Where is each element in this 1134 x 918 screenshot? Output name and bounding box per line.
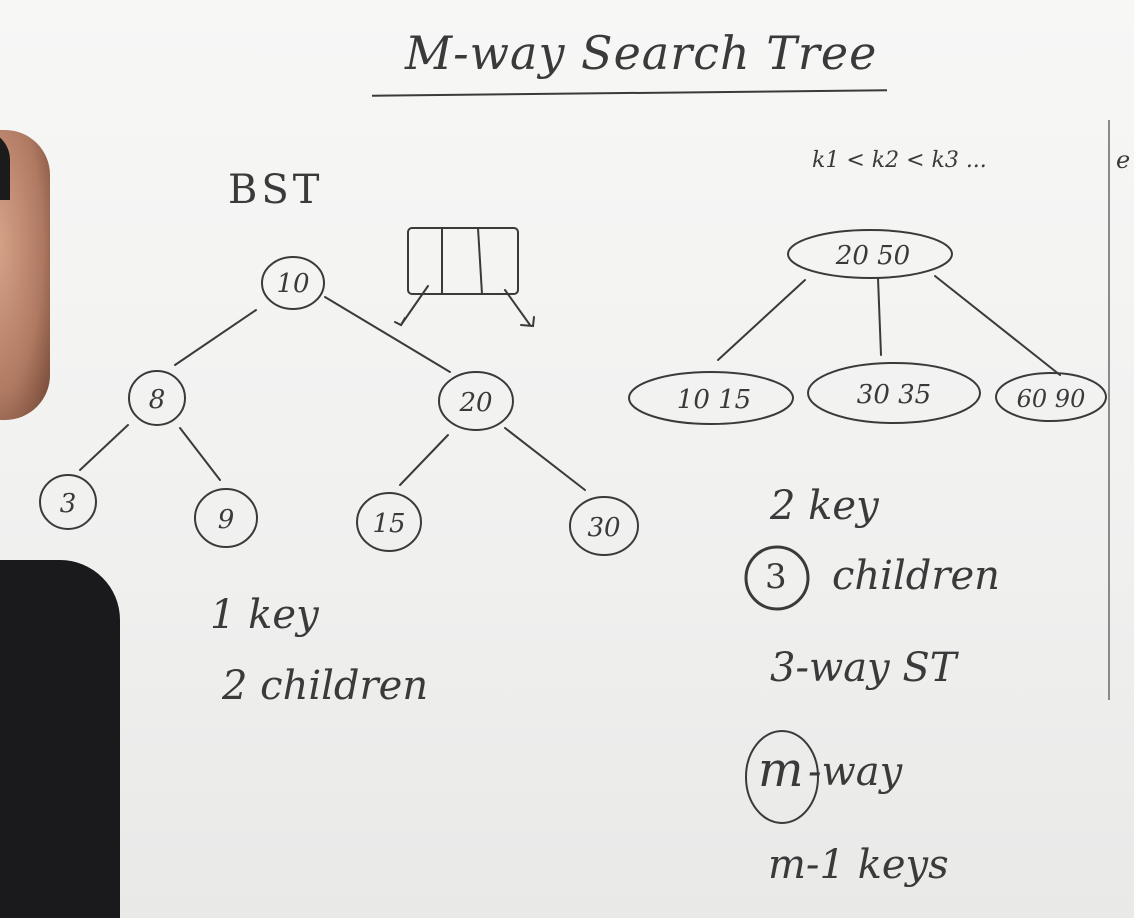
bst-node-20: 20 — [458, 388, 492, 418]
bst-node-30: 30 — [587, 513, 620, 543]
three-way-note: 3-way ST — [770, 645, 957, 691]
node-circle-8 — [128, 370, 186, 426]
edge-10-20 — [324, 296, 451, 373]
m-keys-note: m-1 keys — [768, 842, 949, 888]
presenter-hair — [0, 130, 10, 200]
children-count-circle — [744, 545, 810, 611]
children-count: 3 — [765, 557, 787, 597]
edge-8-9 — [179, 427, 221, 481]
edge-root-middle — [877, 277, 882, 356]
node-sketch-arrowhead-left — [394, 317, 406, 327]
edge-root-left — [717, 279, 806, 361]
edge-20-15 — [399, 434, 449, 486]
node-circle-10 — [261, 256, 325, 310]
mway-keys-note: 2 key — [770, 483, 879, 529]
bst-keys-note: 1 key — [210, 592, 319, 638]
node-circle-3 — [39, 474, 97, 530]
node-circle-9 — [194, 488, 258, 548]
edge-8-3 — [79, 424, 129, 471]
mway-child-oval-2 — [807, 362, 981, 424]
node-sketch-divider-2 — [477, 227, 483, 295]
board-edge-line — [1108, 120, 1110, 700]
page-title: M-way Search Tree — [405, 26, 878, 80]
bst-node-9: 9 — [218, 505, 235, 535]
edge-20-30 — [504, 427, 586, 491]
mway-child-keys-2: 30 35 — [857, 380, 931, 410]
m-way-suffix: -way — [808, 749, 903, 795]
mway-child-keys-1: 10 15 — [677, 385, 751, 415]
bst-label: BST — [228, 167, 324, 213]
m-circle — [745, 730, 819, 824]
bst-node-8: 8 — [149, 385, 166, 415]
order-note: k1 < k2 < k3 ... — [812, 148, 987, 173]
bst-node-10: 10 — [276, 269, 309, 299]
board-edge-letter: e — [1116, 146, 1131, 174]
bst-node-3: 3 — [60, 489, 77, 519]
mway-child-oval-3 — [995, 372, 1107, 422]
m-symbol: m — [758, 742, 804, 798]
mway-child-oval-1 — [628, 371, 794, 425]
mway-children-note: children — [832, 553, 1000, 599]
presenter-suit — [0, 560, 120, 918]
node-circle-30 — [569, 496, 639, 556]
node-circle-15 — [356, 492, 422, 552]
bst-node-15: 15 — [372, 509, 405, 539]
node-circle-20 — [438, 371, 514, 431]
mway-root-keys: 20 50 — [835, 241, 910, 271]
edge-root-right — [934, 275, 1061, 376]
node-sketch-box — [407, 227, 519, 295]
mway-child-keys-3: 60 90 — [1017, 385, 1086, 413]
mway-root-oval — [787, 229, 953, 279]
bst-children-note: 2 children — [222, 663, 429, 709]
node-sketch-arrowhead-right — [520, 316, 535, 328]
node-sketch-arrow-right — [504, 289, 531, 326]
edge-10-8 — [174, 309, 257, 366]
